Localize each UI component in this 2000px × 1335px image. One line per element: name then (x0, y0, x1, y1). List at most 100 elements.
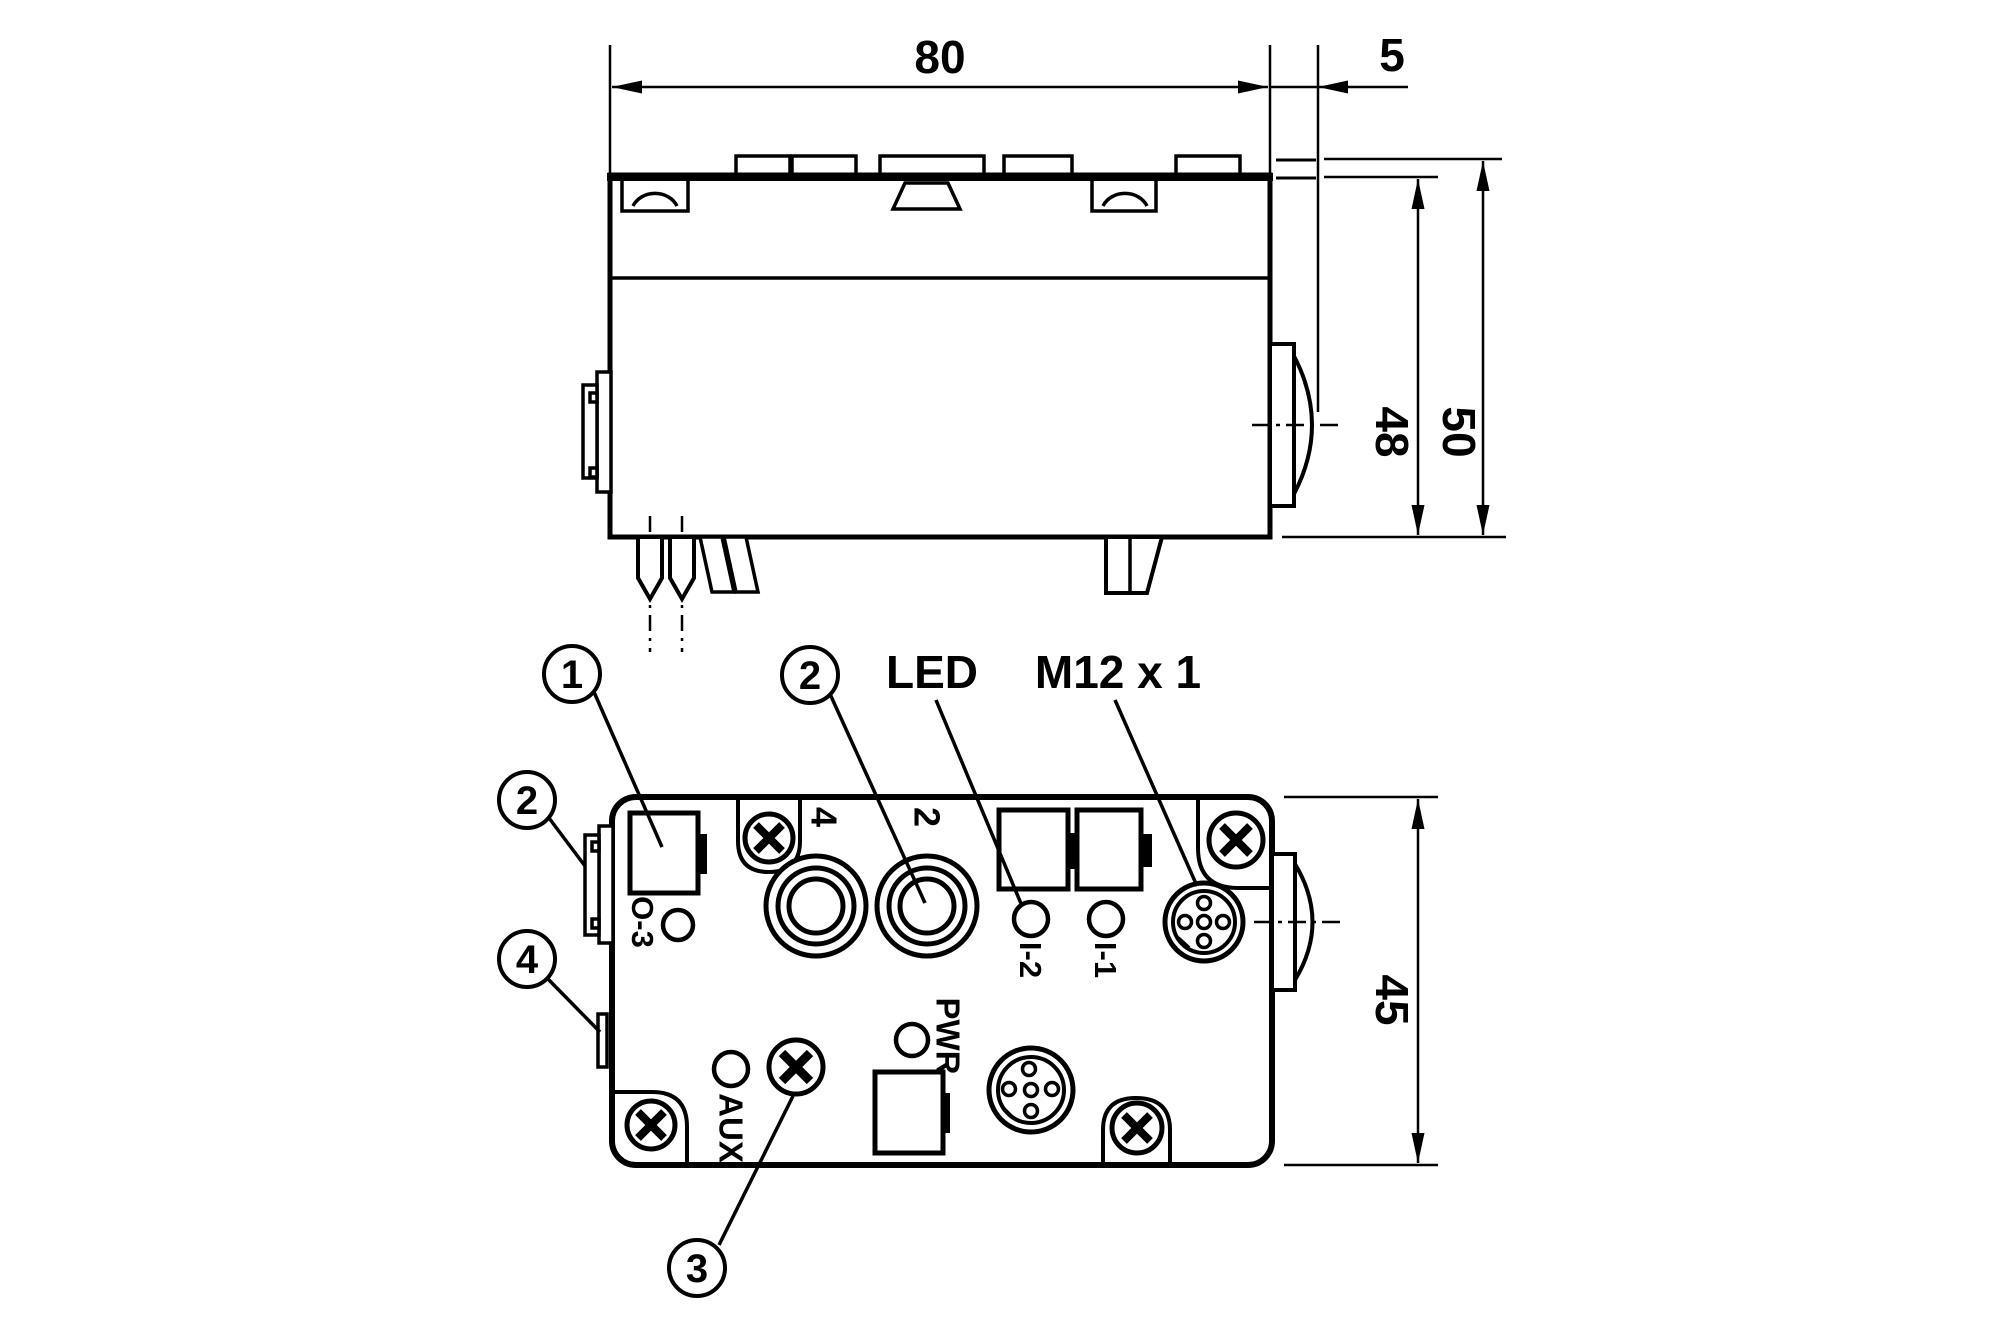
callout-number: 4 (516, 938, 539, 982)
arrowhead (1476, 505, 1490, 535)
dimension-50: 50 (1324, 157, 1502, 535)
tab-notch (590, 840, 601, 853)
mounting-pin (668, 535, 696, 604)
screw-cross (1121, 1112, 1153, 1144)
led-pwr (893, 1021, 931, 1059)
m12-pin-hole (1195, 913, 1213, 931)
m8-key-notch (1001, 1106, 1015, 1120)
led-i1 (1086, 899, 1126, 939)
dim-48-label: 48 (1366, 406, 1418, 457)
socket-label-2: 2 (906, 807, 947, 827)
callout-2-left: 2 (497, 770, 587, 868)
arrowhead (1476, 161, 1490, 191)
callout-circle (542, 644, 602, 704)
led-i2 (1011, 899, 1051, 939)
socket-ring-inner (897, 876, 957, 936)
screw-cross (1219, 823, 1253, 857)
port-cover-pwr-latch (942, 1093, 950, 1133)
m8-socket-face (986, 1045, 1076, 1135)
port-cover-pwr (872, 1069, 946, 1156)
foot-left (721, 535, 761, 594)
side-tab-notch (588, 391, 599, 404)
socket-label-4: 4 (803, 807, 844, 827)
leader-line (717, 1095, 795, 1246)
module-body-side (607, 172, 1273, 540)
port-cover-latch (1141, 834, 1152, 867)
dim-80-label: 80 (914, 31, 965, 83)
dimension-48: 48 (1282, 175, 1506, 539)
socket-4 (763, 853, 869, 959)
arrowhead (1411, 179, 1425, 209)
m12-pin-hole (1195, 932, 1213, 950)
port-label-i1: I-1 (1088, 942, 1123, 978)
clip-dome-left (631, 191, 679, 207)
leader-line (546, 977, 602, 1034)
m12-connector-side-bottom (1254, 852, 1340, 992)
callouts: 1 2 LED M12 x 1 2 4 3 (497, 644, 1201, 1298)
small-tab-left (596, 1012, 609, 1069)
callout-2-top: 2 (780, 645, 927, 904)
port-label-o3: O-3 (625, 896, 660, 948)
m12-key-notch (1176, 936, 1191, 950)
bottom-view: O-3 4 2 I-2 I-1 (583, 794, 1438, 1168)
callout-4: 4 (497, 929, 602, 1034)
clip-box-left (620, 179, 690, 213)
foot-right (1104, 535, 1165, 595)
corner-screw-bottom-left (624, 1098, 678, 1152)
corner-screw-top-right (1206, 810, 1266, 870)
thread-label: M12 x 1 (1035, 646, 1201, 698)
corner-screw-top-left (742, 811, 796, 865)
tab-outer (597, 824, 615, 945)
port-cover-o3-latch (697, 834, 707, 874)
dim-50-label: 50 (1433, 406, 1485, 457)
dimension-5: 5 (1270, 29, 1408, 412)
m8-face-inner (996, 1055, 1066, 1125)
socket-2 (874, 853, 980, 959)
dim-45-label: 45 (1366, 974, 1418, 1025)
port-label-aux: AUX (712, 1093, 749, 1163)
callout-3: 3 (667, 1095, 795, 1298)
led-o3 (660, 907, 696, 943)
mounting-pin (636, 535, 664, 604)
dim-5-label: 5 (1379, 29, 1405, 81)
top-mounting-tabs (734, 154, 1242, 179)
m12-socket-face (1162, 880, 1246, 964)
m8-pin-hole (1000, 1080, 1018, 1098)
tab-notch (590, 917, 601, 930)
foot-left (697, 535, 737, 594)
arrowhead (1411, 799, 1425, 829)
callout-circle (667, 1238, 727, 1298)
callout-number: 1 (561, 653, 583, 697)
screw-cross (753, 822, 785, 854)
port-cover-i1 (1074, 807, 1144, 892)
side-tab-outer (595, 370, 613, 494)
tab-step (583, 833, 601, 937)
socket-ring-inner (786, 876, 846, 936)
led-label: LED (886, 646, 978, 698)
m8-pin-hole (1020, 1060, 1038, 1078)
label-led: LED (886, 646, 1024, 907)
m12-pin-hole (1195, 894, 1213, 912)
dimension-45: 45 (1284, 795, 1438, 1167)
m12-face-outer (1162, 880, 1246, 964)
arrowhead (1318, 80, 1348, 94)
m8-pin-hole (1022, 1081, 1040, 1099)
corner-screw-bottom-right (1109, 1100, 1165, 1156)
side-tab-left (581, 370, 613, 494)
flat-cable-tab-left (583, 824, 615, 945)
port-label-pwr: PWR (929, 998, 966, 1075)
m8-pin-hole (1043, 1080, 1061, 1098)
clip-box-right (1090, 179, 1158, 213)
m12-connector-side-top (1252, 342, 1338, 508)
dimension-80: 80 (608, 31, 1272, 175)
callout-number: 3 (686, 1247, 708, 1291)
addressing-screw (766, 1037, 826, 1097)
latch-clips (620, 179, 1158, 213)
label-m12x1: M12 x 1 (1035, 646, 1201, 887)
callout-1: 1 (542, 644, 664, 848)
top-view: 80 5 48 50 (581, 29, 1506, 652)
leader-line (547, 816, 587, 868)
screw-cross (778, 1049, 814, 1085)
